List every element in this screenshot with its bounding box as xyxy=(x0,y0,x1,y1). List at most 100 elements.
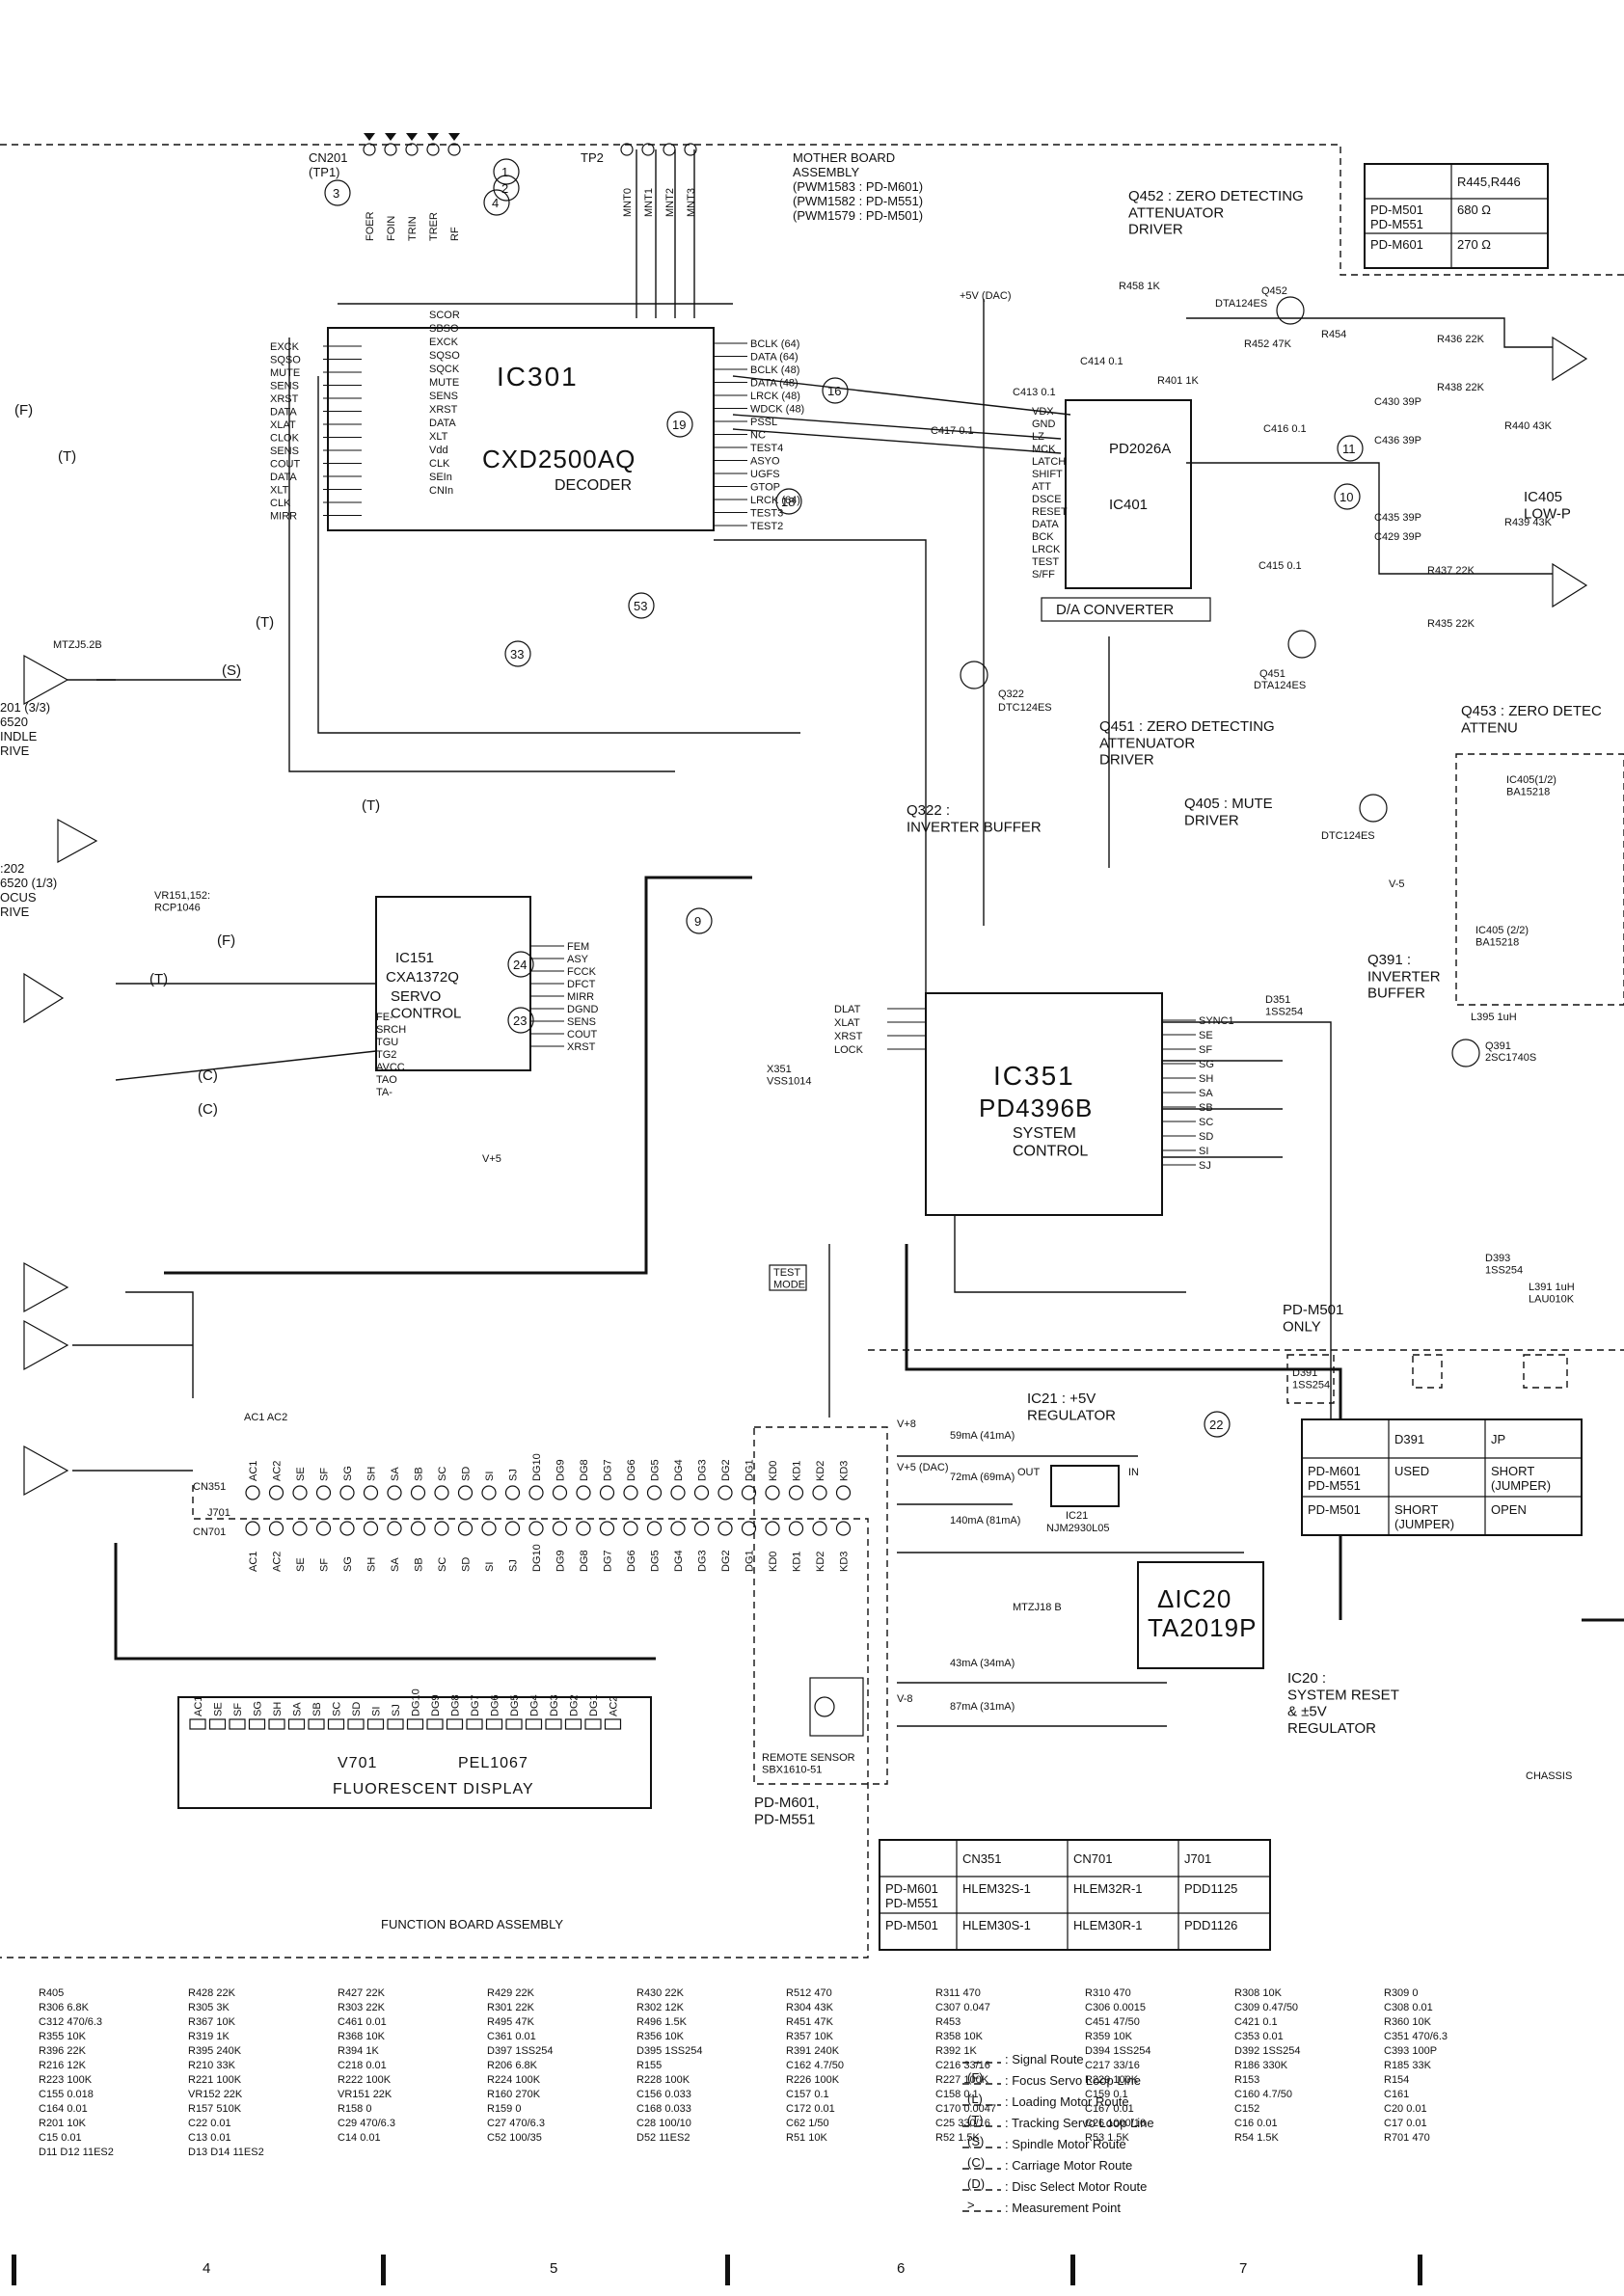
display-pin xyxy=(545,1718,562,1730)
tp2-signal-label: MNT1 xyxy=(643,188,655,217)
cn351-top-signal: DG2 xyxy=(720,1459,732,1481)
part-label: R458 1K xyxy=(1119,281,1160,292)
part-label: D13 D14 11ES2 xyxy=(188,2147,264,2158)
d391-table-cell: SHORT(JUMPER) xyxy=(1491,1464,1551,1493)
cn351-top-pin xyxy=(434,1485,449,1500)
cn351-bottom-pin xyxy=(741,1521,757,1536)
part-label: C15 0.01 xyxy=(39,2132,82,2144)
ic20-ref: ΔIC20 xyxy=(1157,1584,1232,1613)
tp2-label: TP2 xyxy=(581,150,604,165)
legend-key: (D) xyxy=(967,2176,985,2191)
ic351-left-pin: XLAT xyxy=(834,1017,860,1029)
part-label: C167 0.01 xyxy=(1085,2103,1134,2115)
display-pin xyxy=(406,1718,424,1730)
part-label: C62 1/50 xyxy=(786,2118,829,2129)
legend-entry: : Measurement Point xyxy=(1005,2201,1121,2215)
display-pin-label: SD xyxy=(351,1702,363,1716)
part-label: R160 270K xyxy=(487,2089,541,2100)
remote-sensor-models: PD-M601,PD-M551 xyxy=(754,1795,820,1827)
supply-label: 87mA (31mA) xyxy=(950,1701,1015,1713)
cn351-bottom-signal: KD1 xyxy=(792,1552,803,1572)
supply-label: 43mA (34mA) xyxy=(950,1658,1015,1669)
part-label: D52 11ES2 xyxy=(636,2132,690,2144)
ic301-right-pin: GTOP xyxy=(750,482,780,494)
ic301-left-pin: XLAT xyxy=(270,419,296,431)
measurement-point-marker xyxy=(1334,483,1361,510)
cn351-bottom-signal: DG5 xyxy=(650,1550,662,1572)
display-pin-label: SF xyxy=(232,1703,244,1716)
cn351-top-pin xyxy=(646,1485,663,1500)
display-pin-label: DG3 xyxy=(549,1694,560,1716)
cn351-top-pin xyxy=(504,1485,521,1500)
part-label: C309 0.47/50 xyxy=(1234,2002,1298,2013)
cn351-bottom-pin xyxy=(387,1521,402,1536)
supply-label: 59mA (41mA) xyxy=(950,1430,1015,1442)
ic301-ref: IC301 xyxy=(497,362,579,392)
part-label: R158 0 xyxy=(338,2103,371,2115)
part-label: R451 47K xyxy=(786,2016,834,2028)
tp2-pin xyxy=(663,143,676,156)
cn351-bottom-signal: SI xyxy=(484,1562,496,1572)
display-pin xyxy=(327,1718,345,1730)
l395-label: L395 1uH xyxy=(1471,1012,1517,1023)
cn351-top-pin xyxy=(339,1485,355,1500)
ic301-function: DECODER xyxy=(555,477,632,494)
cn351-top-signal: DG8 xyxy=(579,1459,590,1481)
part-label: C162 4.7/50 xyxy=(786,2060,844,2071)
pin-arrow-icon xyxy=(364,133,375,141)
ic301-right-pin: DATA (48) xyxy=(750,378,798,390)
cn351-label: CN351 xyxy=(193,1481,226,1493)
display-pin xyxy=(308,1718,325,1730)
cn351-bottom-pin xyxy=(576,1521,591,1536)
ic301-inner-pin: DATA xyxy=(429,418,456,429)
part-label: R157 510K xyxy=(188,2103,242,2115)
cn351-top-pin xyxy=(481,1485,497,1500)
cn351-top-signal: KD2 xyxy=(815,1461,826,1481)
ic151-left-pin: TG2 xyxy=(376,1049,396,1061)
part-label: R360 10K xyxy=(1384,2016,1432,2028)
cn351-top-pin xyxy=(457,1485,474,1500)
j701-label: J701 xyxy=(207,1507,230,1519)
display-pin-label: SH xyxy=(272,1702,284,1716)
cn351-bottom-signal: SE xyxy=(295,1557,307,1572)
measurement-point-number: 3 xyxy=(333,186,339,201)
ic301-right-pin: WDCK (48) xyxy=(750,404,804,416)
cn351-bottom-signal: DG7 xyxy=(603,1550,614,1572)
cn351-top-pin xyxy=(765,1485,780,1500)
cn351-top-pin xyxy=(528,1485,544,1500)
supply-label: +5V (DAC) xyxy=(960,290,1012,302)
part-label: R222 100K xyxy=(338,2074,392,2086)
part-label: R216 12K xyxy=(39,2060,87,2071)
part-label: C361 0.01 xyxy=(487,2031,536,2042)
part-label: C20 0.01 xyxy=(1384,2103,1427,2115)
part-label: C172 0.01 xyxy=(786,2103,835,2115)
ic401-pin: LRCK xyxy=(1032,544,1061,555)
part-label: R357 10K xyxy=(786,2031,834,2042)
ic301-right-pin: ASYO xyxy=(750,456,780,468)
cn201-label: CN201(TP1) xyxy=(309,150,347,179)
ic21-in-label: IN xyxy=(1128,1467,1139,1478)
cn351-top-signal: SI xyxy=(484,1472,496,1481)
cn351-bottom-pin xyxy=(292,1521,308,1536)
cn351-bottom-signal: SB xyxy=(414,1557,425,1572)
display-pin-label: DG5 xyxy=(509,1694,521,1716)
cn351-bottom-pin xyxy=(434,1521,449,1536)
r445-table-header: R445,R446 xyxy=(1457,175,1521,189)
measurement-point-marker xyxy=(822,377,849,404)
r445-table-cell: 270 Ω xyxy=(1457,237,1491,252)
part-label: R437 22K xyxy=(1427,565,1475,577)
ic301-left-pin: SENS xyxy=(270,381,299,392)
display-pin xyxy=(584,1718,602,1730)
legend-entry: : Focus Servo Loop Line xyxy=(1005,2073,1141,2088)
ic351-left-pin: DLAT xyxy=(834,1004,861,1015)
route-mark: (C) xyxy=(198,1067,218,1084)
display-pin xyxy=(229,1718,246,1730)
